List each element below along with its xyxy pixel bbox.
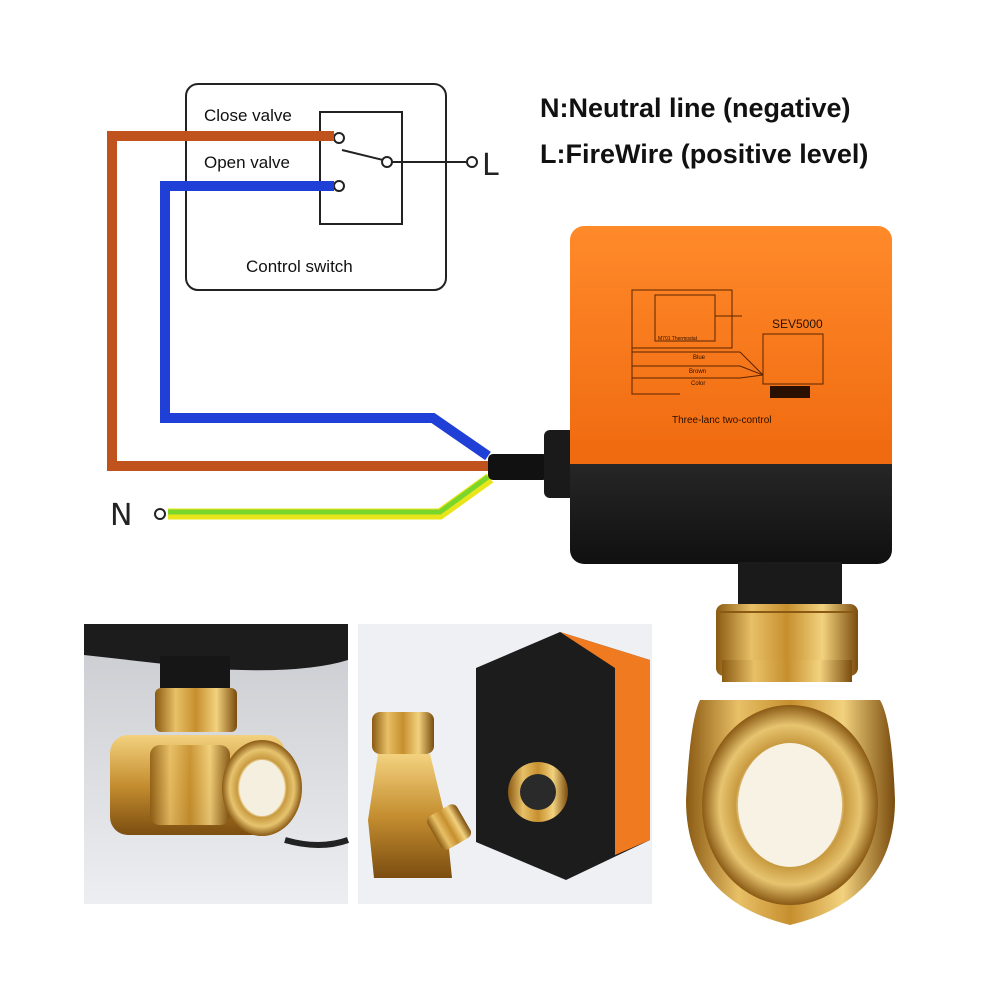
wire-label-blue: Blue	[693, 355, 706, 361]
cable-gland	[488, 454, 548, 480]
actuator-main	[488, 226, 892, 564]
blue-wire	[160, 181, 491, 461]
brown-wire	[107, 131, 490, 471]
open-valve-label: Open valve	[204, 153, 290, 172]
cover-motor-plate	[770, 386, 810, 398]
switch-housing	[319, 111, 403, 225]
terminal-n-node	[154, 508, 166, 520]
actuator-caption: Three-lanc two-control	[672, 415, 771, 426]
main-ball-valve	[686, 562, 895, 925]
wire-label-color: Color	[691, 381, 705, 387]
switch-lever	[341, 149, 384, 161]
terminal-l-label: L	[482, 148, 499, 183]
control-switch-label: Control switch	[246, 257, 353, 276]
thermostat-label: M701 Thermostat	[658, 336, 698, 342]
photo-valve-side	[84, 624, 350, 904]
actuator-model: SEV5000	[772, 317, 823, 331]
legend-fire: L:FireWire (positive level)	[540, 139, 868, 169]
photo-valve-parts	[358, 624, 652, 904]
legend-neutral: N:Neutral line (negative)	[540, 93, 851, 123]
terminal-l-node	[466, 156, 478, 168]
actuator-cover	[570, 226, 892, 462]
wire-label-brown: Brown	[689, 369, 706, 375]
close-valve-label: Close valve	[204, 106, 292, 125]
cover-schematic	[631, 289, 824, 395]
valve-nut	[716, 604, 858, 676]
terminal-n-label: N	[110, 498, 132, 533]
actuator-base	[570, 446, 892, 564]
